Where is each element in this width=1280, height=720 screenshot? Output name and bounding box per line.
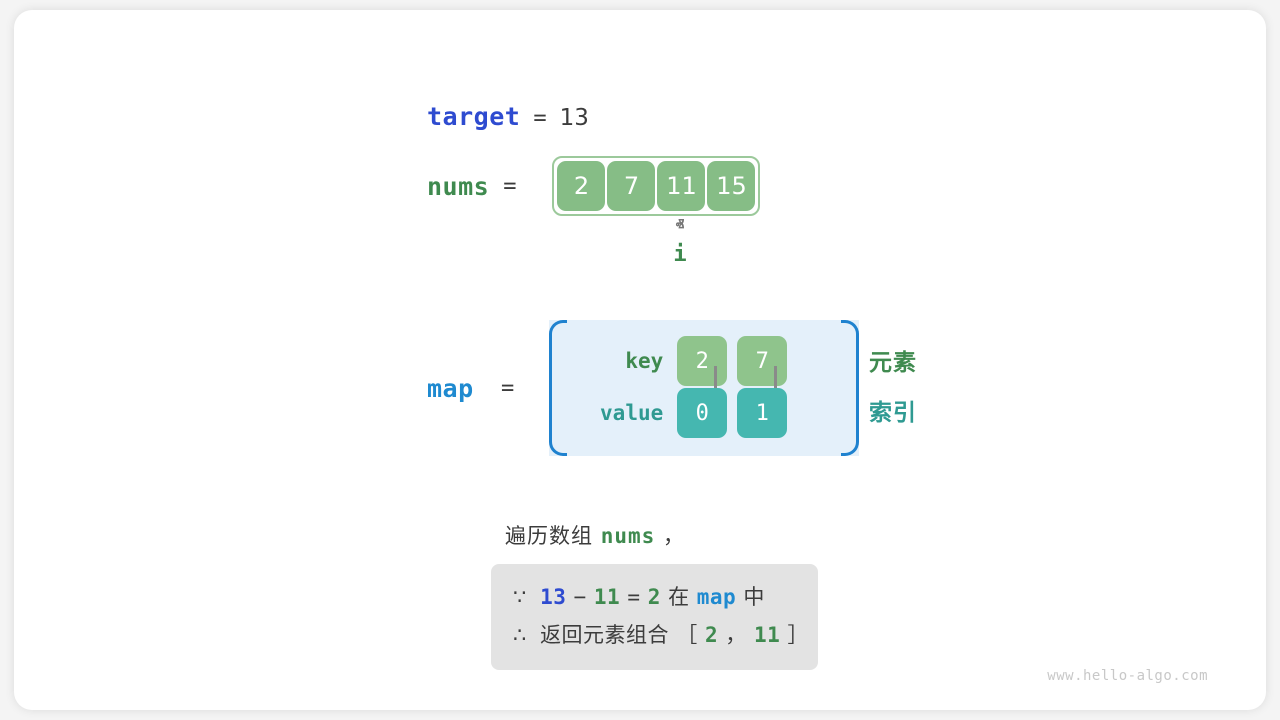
map-value-cell: 1	[737, 388, 788, 438]
arrow-shaft	[714, 366, 717, 398]
result-second: 11	[753, 623, 781, 647]
return-text: 返回元素组合	[540, 623, 670, 647]
equals-operator: =	[627, 585, 641, 609]
map-equals-sign: =	[501, 375, 515, 401]
explanation-box: ∵ 13 − 11 = 2 在 map 中 ∴ 返回元素组合 ［ 2 ， 11	[491, 564, 818, 670]
minus-operator: −	[573, 585, 587, 609]
map-key-cell: 7	[737, 336, 788, 386]
map-value-cell: 0	[677, 388, 728, 438]
explanation-title: 遍历数组 nums ，	[505, 520, 818, 550]
array-cell: 7	[607, 161, 656, 211]
complement-value: 2	[647, 585, 661, 609]
map-content: key 2 7 value	[549, 320, 859, 456]
explanation-title-code: nums	[600, 524, 656, 548]
nums-array-container: 2 7 11 15	[552, 156, 761, 216]
map-value-row: value 0 1	[549, 387, 859, 439]
target-operand: 13	[540, 585, 567, 609]
nums-variable-label: nums	[427, 171, 490, 201]
diagram-card: target = 13 nums = 2 7 11 15 ⱏ i map =	[14, 10, 1266, 710]
explanation-title-suffix: ，	[662, 524, 685, 548]
explanation-line-because: ∵ 13 − 11 = 2 在 map 中	[513, 578, 796, 616]
map-value-label: value	[600, 401, 664, 425]
array-cell: 11	[657, 161, 706, 211]
target-equals-sign: =	[533, 106, 547, 131]
result-first: 2	[704, 623, 719, 647]
map-bracket-right	[841, 320, 860, 456]
therefore-symbol: ∴	[513, 623, 527, 647]
pointer-label: i	[673, 242, 687, 267]
inside-word: 中	[743, 585, 765, 609]
array-cell: 15	[707, 161, 756, 211]
explanation-line-therefore: ∴ 返回元素组合 ［ 2 ， 11 ］	[513, 616, 808, 654]
target-value: 13	[559, 105, 589, 131]
map-key-row: key 2 7	[549, 335, 859, 387]
result-comma: ，	[725, 623, 747, 647]
map-side-annotations: 元素 索引	[869, 338, 917, 438]
map-key-cell: 2	[677, 336, 728, 386]
arrow-shaft	[774, 366, 777, 398]
index-pointer: ⱏ i	[659, 218, 701, 266]
map-declaration-row: map = key 2 7	[427, 320, 860, 456]
watermark: www.hello-algo.com	[1047, 668, 1208, 684]
map-key-label: key	[625, 349, 664, 373]
current-element-operand: 11	[593, 585, 621, 609]
map-bracket-left	[549, 320, 568, 456]
target-variable-label: target	[427, 102, 521, 131]
hash-map-panel: key 2 7 value	[549, 320, 860, 456]
bracket-close: ］	[787, 623, 809, 647]
nums-equals-sign: =	[503, 173, 517, 199]
map-value-cells: 0 1	[677, 388, 788, 438]
target-declaration-row: target = 13	[427, 102, 589, 131]
in-word: 在	[668, 585, 690, 609]
explanation-title-prefix: 遍历数组	[505, 524, 593, 548]
annotation-element: 元素	[869, 350, 917, 376]
map-key-cells: 2 7	[677, 336, 788, 386]
bracket-open: ［	[676, 623, 698, 647]
array-cell: 2	[557, 161, 606, 211]
annotation-index: 索引	[869, 400, 917, 426]
map-reference: map	[696, 585, 737, 609]
explanation-block: 遍历数组 nums ， ∵ 13 − 11 = 2 在 map 中 ∴	[491, 520, 818, 670]
because-symbol: ∵	[513, 585, 527, 609]
nums-declaration-row: nums = 2 7 11 15	[427, 156, 761, 216]
map-variable-label: map	[427, 373, 474, 403]
pointer-caret-icon: ⱏ	[675, 216, 685, 236]
